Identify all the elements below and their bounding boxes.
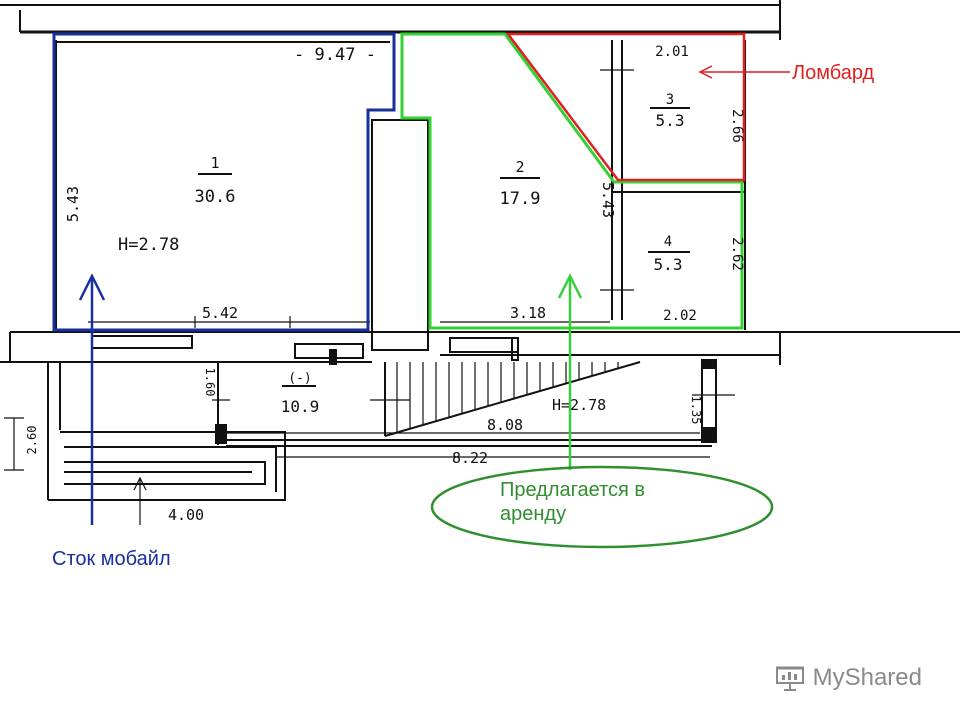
offered-label-line1: Предлагается в <box>500 479 645 501</box>
dim-room2-bottom: 3.18 <box>510 304 546 322</box>
room4-number: 4 <box>664 234 672 250</box>
dim-stairs-bottom: 4.00 <box>168 506 204 524</box>
room1-height: H=2.78 <box>118 235 179 255</box>
offered-ellipse <box>430 465 774 549</box>
room3-area: 5.3 <box>656 111 685 130</box>
room4-area: 5.3 <box>654 255 683 274</box>
myshared-logo: MyShared <box>775 664 922 692</box>
dim-corridor-right: 1.35 <box>689 396 703 425</box>
dim-stairs-left: 2.60 <box>25 426 39 455</box>
room2-area: 17.9 <box>500 189 541 209</box>
dim-total-width: 8.22 <box>452 449 488 467</box>
room1-area: 30.6 <box>195 187 236 207</box>
building-walls <box>0 0 960 525</box>
dim-room3-right: 2.66 <box>729 109 745 143</box>
dim-room2-right: 5.43 <box>599 182 617 218</box>
corridor-number: (-) <box>288 371 311 386</box>
corridor-height: H=2.78 <box>552 396 606 414</box>
offered-area-outline <box>400 32 744 330</box>
offered-label-line2: аренду <box>500 503 566 525</box>
corridor-area: 10.9 <box>281 397 320 416</box>
stock-mobile-label: Сток мобайл <box>52 548 171 570</box>
lombard-outline <box>505 32 746 182</box>
dim-room1-bottom: 5.42 <box>202 304 238 322</box>
dim-room4-right: 2.62 <box>729 237 745 271</box>
logo-text: MyShared <box>812 664 922 691</box>
presentation-board-icon <box>775 666 804 691</box>
dim-room4-bottom: 2.02 <box>663 308 697 324</box>
dim-corridor-left: 1.60 <box>203 368 217 397</box>
dim-room1-left: 5.43 <box>64 186 82 222</box>
dim-corridor-width: 8.08 <box>487 416 523 434</box>
room2-number: 2 <box>515 158 524 176</box>
dim-top-width: - 9.47 - <box>294 45 376 65</box>
room3-number: 3 <box>666 92 674 108</box>
dim-room3-top: 2.01 <box>655 44 689 60</box>
room1-number: 1 <box>210 154 219 172</box>
stock-mobile-outline <box>52 32 396 332</box>
lombard-label: Ломбард <box>792 62 875 84</box>
